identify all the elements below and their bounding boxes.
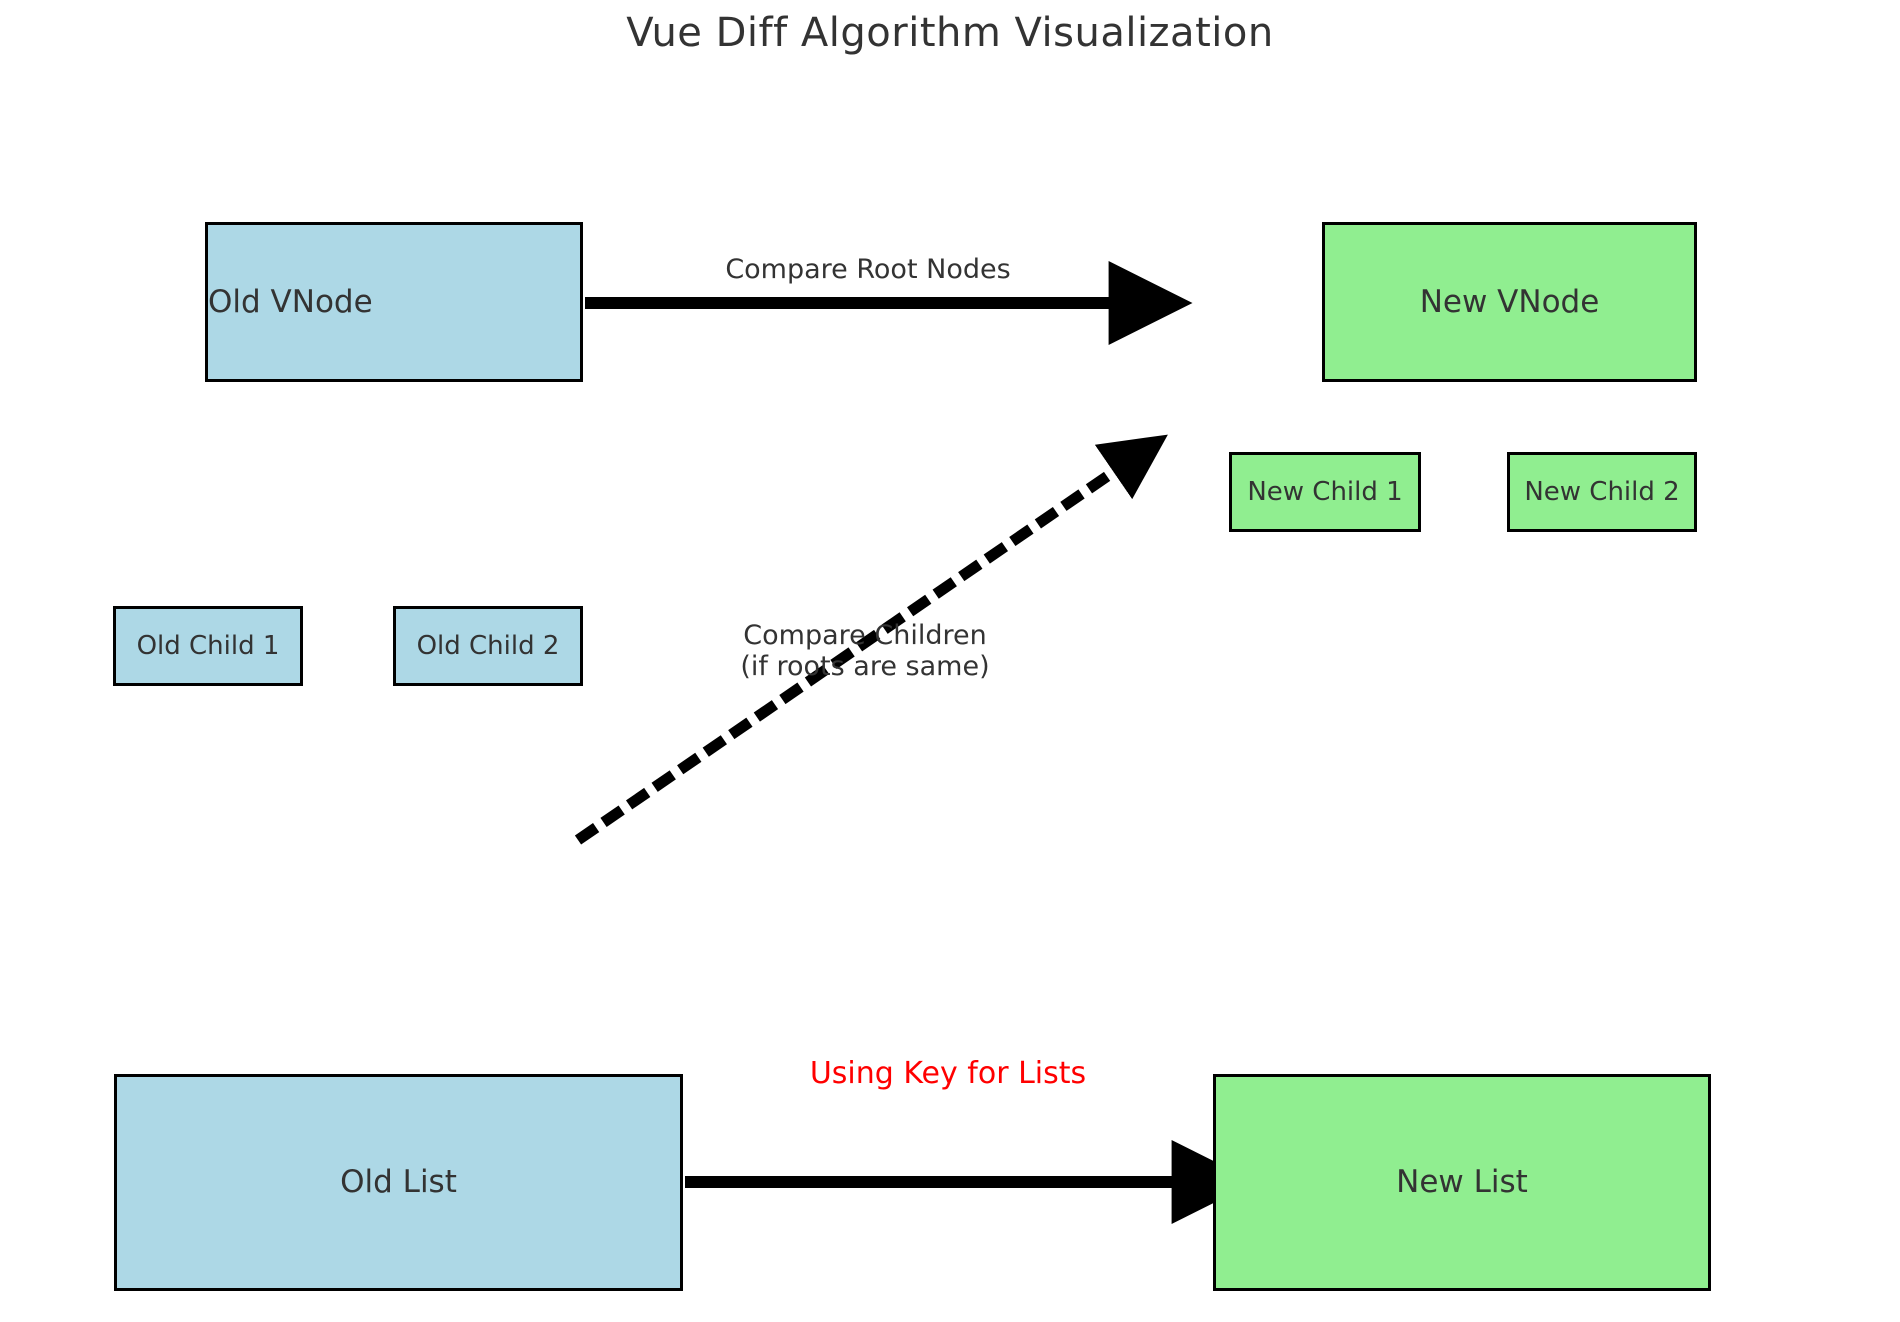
node-new-list[interactable]: New List (1213, 1074, 1711, 1291)
node-old-child-1-label: Old Child 1 (136, 630, 280, 661)
edge-label-compare-children: Compare Children (if roots are same) (740, 620, 990, 683)
node-new-list-label: New List (1396, 1164, 1528, 1201)
page-title: Vue Diff Algorithm Visualization (626, 10, 1274, 56)
node-new-child-1[interactable]: New Child 1 (1229, 452, 1421, 532)
edge-label-using-key: Using Key for Lists (809, 1056, 1087, 1091)
node-old-child-2[interactable]: Old Child 2 (393, 606, 583, 686)
node-old-list[interactable]: Old List (114, 1074, 683, 1291)
node-old-vnode[interactable]: Old VNode (205, 222, 583, 382)
node-new-child-1-label: New Child 1 (1247, 476, 1403, 507)
node-old-child-2-label: Old Child 2 (416, 630, 560, 661)
node-new-vnode-label: New VNode (1419, 283, 1600, 320)
node-old-vnode-label: Old VNode (208, 283, 373, 320)
edge-label-compare-root: Compare Root Nodes (725, 254, 1011, 285)
node-old-child-1[interactable]: Old Child 1 (113, 606, 303, 686)
node-new-vnode[interactable]: New VNode (1322, 222, 1697, 382)
node-old-list-label: Old List (340, 1164, 457, 1201)
node-new-child-2-label: New Child 2 (1524, 476, 1680, 507)
node-new-child-2[interactable]: New Child 2 (1507, 452, 1697, 532)
